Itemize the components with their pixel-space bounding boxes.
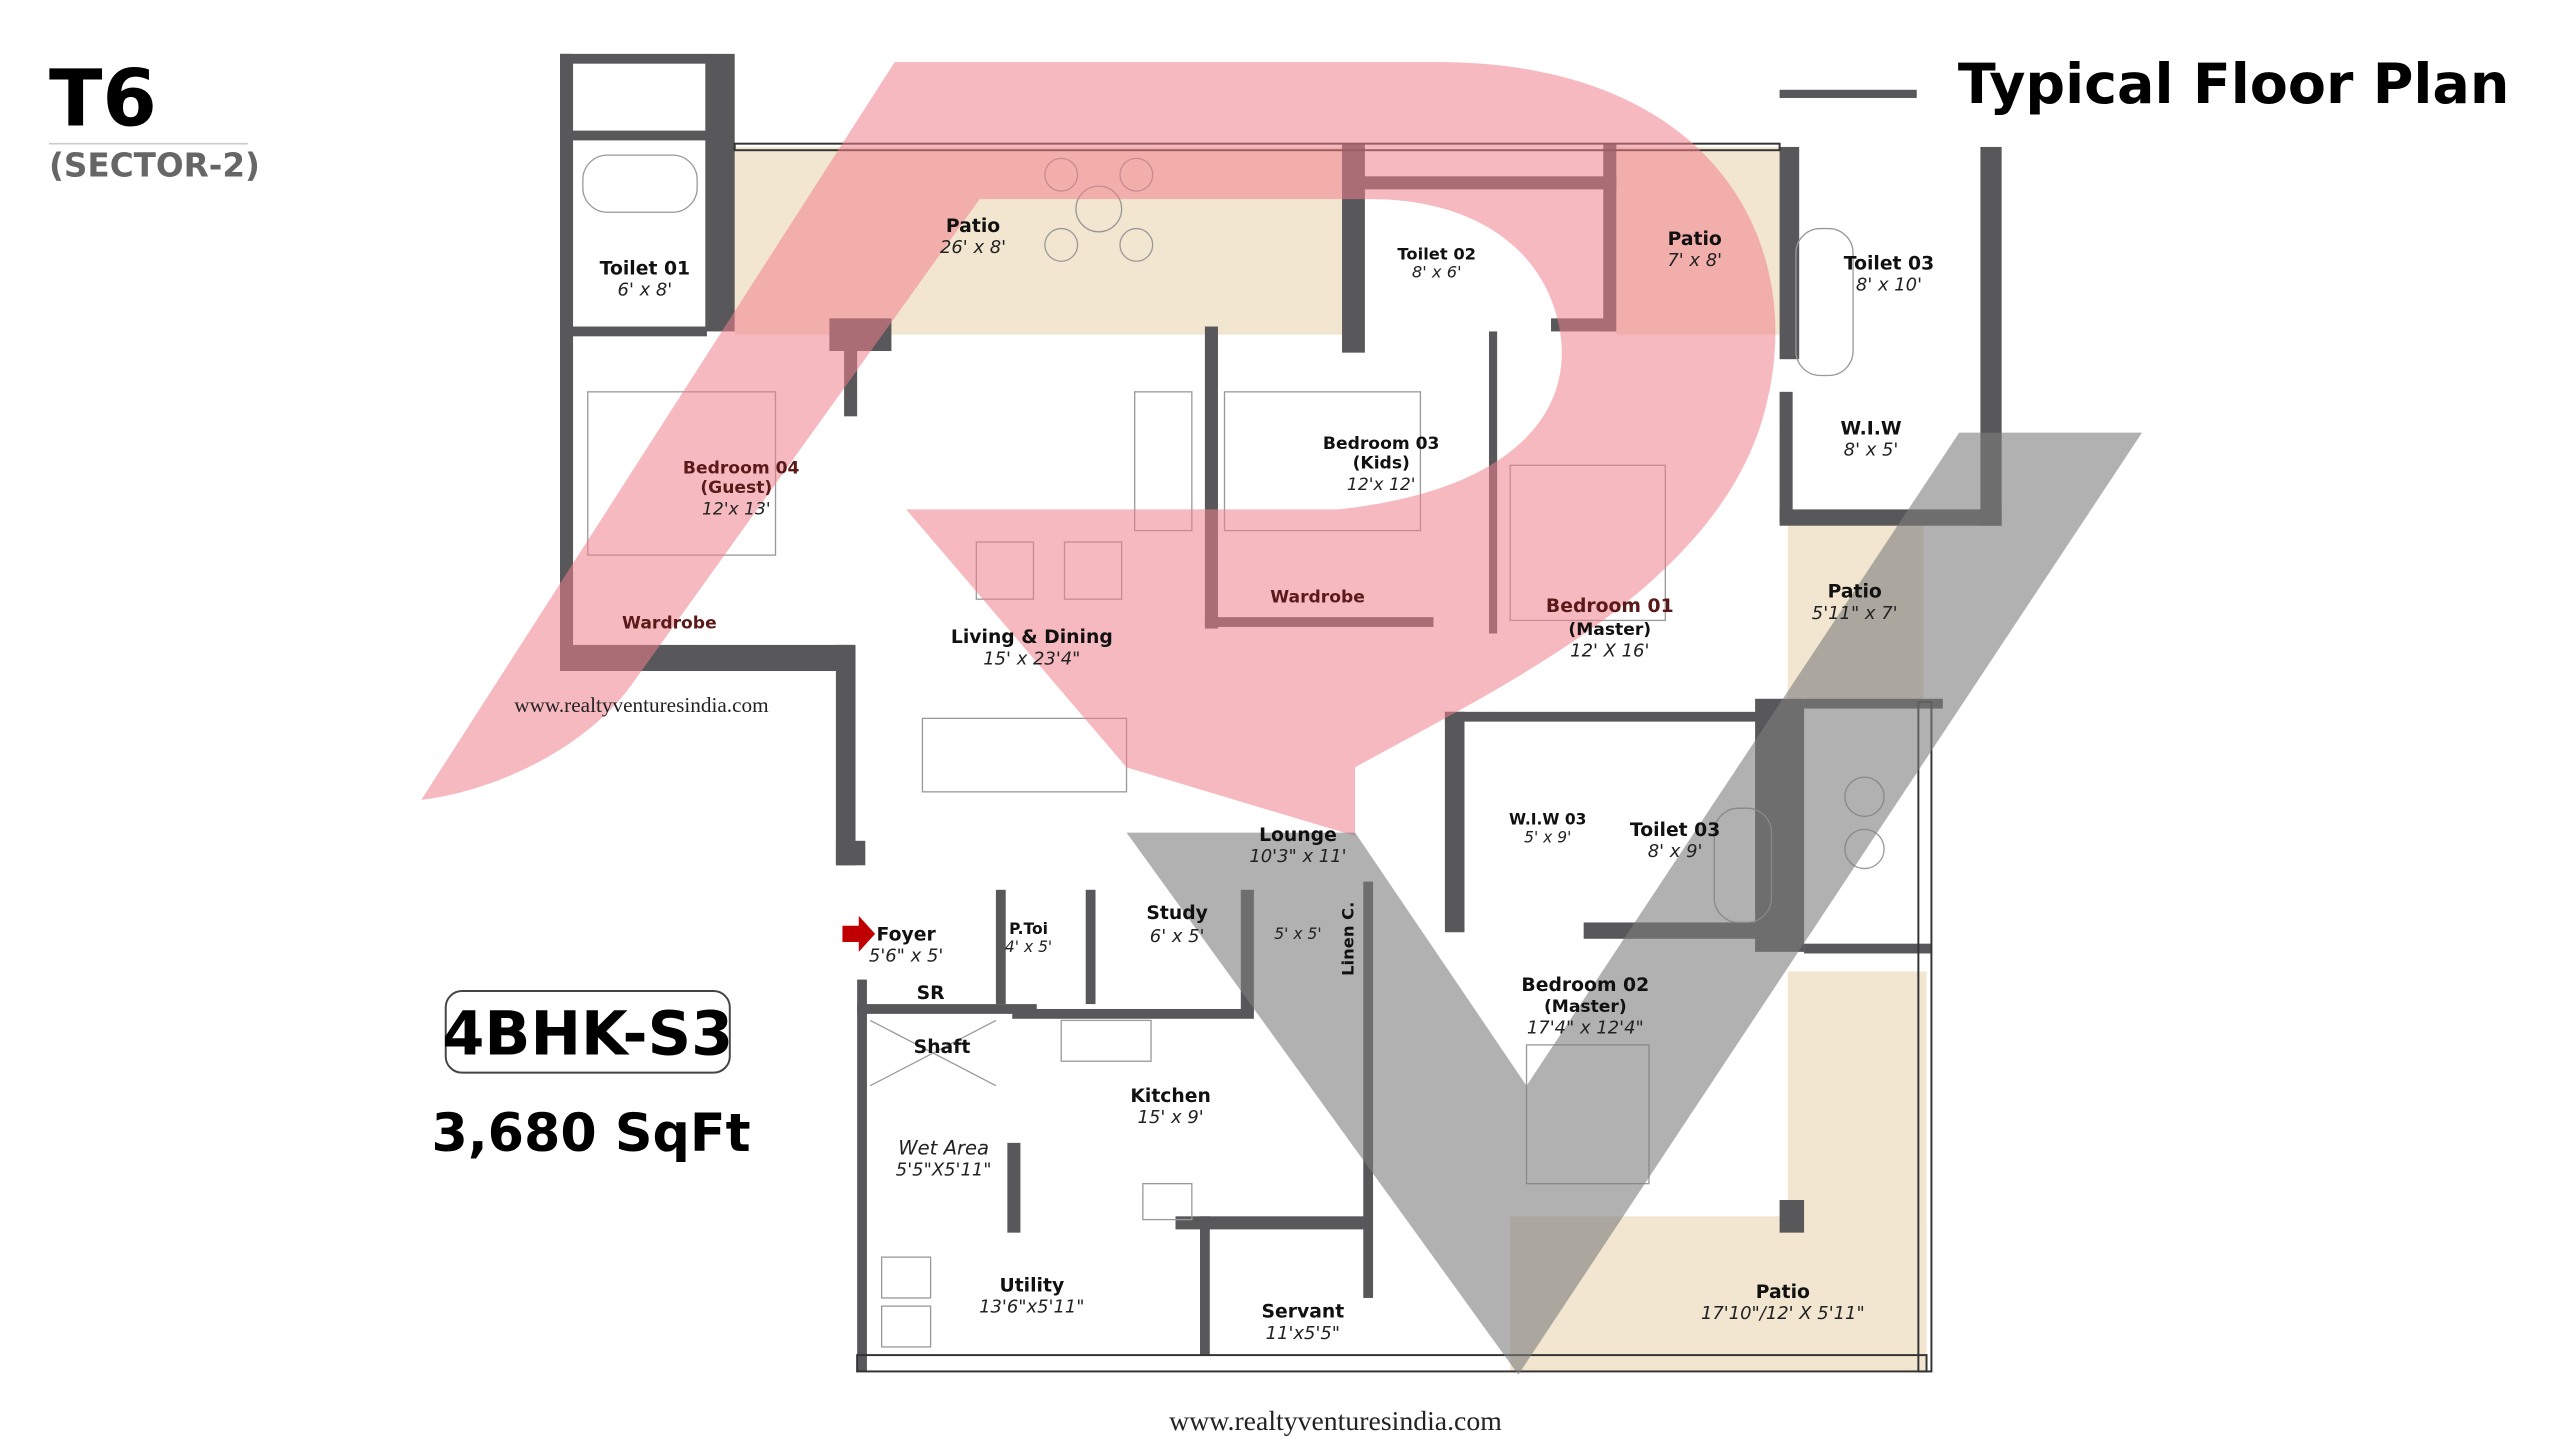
room-name: W.I.W <box>1840 418 1901 439</box>
room-name: Utility <box>999 1275 1064 1296</box>
room-name: Wet Area <box>898 1136 989 1159</box>
room-sub: (Master) <box>1544 997 1627 1017</box>
room-name: Toilet 01 <box>600 258 690 279</box>
room-name: Servant <box>1261 1302 1344 1323</box>
room-name: Wardrobe <box>622 614 717 634</box>
unit-area: 3,680 SqFt <box>431 1104 750 1164</box>
room-name: Toilet 03 <box>1844 253 1934 274</box>
room-dims: 5'5"X5'11" <box>896 1160 992 1181</box>
room-name: Bedroom 02 <box>1521 975 1649 996</box>
room-sub: (Kids) <box>1353 454 1410 474</box>
room-name: P.Toi <box>1009 920 1048 938</box>
room-name: Kitchen <box>1130 1086 1211 1107</box>
room-name: Bedroom 03 <box>1323 434 1440 454</box>
room-name: W.I.W 03 <box>1509 810 1586 828</box>
room-name: Foyer <box>877 924 937 945</box>
room-name: Shaft <box>914 1037 971 1058</box>
room-name: Patio <box>1668 229 1722 250</box>
room-labels: Toilet 01 6' x 8' Patio 26' x 8' Toilet … <box>600 216 1935 1344</box>
room-name: Linen C. <box>1338 902 1357 976</box>
sector-label: (SECTOR-2) <box>49 146 260 184</box>
room-name: Patio <box>1828 582 1882 603</box>
room-name: SR <box>917 983 946 1004</box>
room-name: Living & Dining <box>951 627 1113 648</box>
room-dims: 5' x 9' <box>1524 828 1571 846</box>
room-dims: 12'x 13' <box>702 499 771 519</box>
room-dims: 5' x 5' <box>1274 925 1321 943</box>
room-dims: 13'6"x5'11" <box>979 1297 1084 1318</box>
watermark: www.realtyventuresindia.com <box>514 693 769 717</box>
room-name: Lounge <box>1259 825 1337 846</box>
room-dims: 8' x 10' <box>1856 275 1922 296</box>
room-name: Wardrobe <box>1270 587 1365 607</box>
room-dims: 12'x 12' <box>1347 475 1416 495</box>
room-dims: 4' x 5' <box>1005 938 1052 956</box>
logo-gray-v <box>1126 432 2143 1375</box>
room-dims: 8' x 6' <box>1412 263 1462 282</box>
room-sub: (Guest) <box>700 478 772 498</box>
room-dims: 17'4" x 12'4" <box>1527 1017 1644 1038</box>
room-dims: 6' x 5' <box>1150 926 1205 947</box>
room-dims: 15' x 23'4" <box>983 648 1080 669</box>
room-name: Bedroom 04 <box>683 458 800 478</box>
room-name: Toilet 02 <box>1397 245 1476 264</box>
room-dims: 17'10"/12' X 5'11" <box>1701 1303 1865 1324</box>
room-dims: 11'x5'5" <box>1266 1323 1340 1344</box>
room-dims: 5'6" x 5' <box>869 946 943 967</box>
logo-red-p <box>421 62 1776 836</box>
room-sub: (Master) <box>1568 620 1651 640</box>
room-dims: 12' X 16' <box>1570 640 1649 661</box>
plan-title: Typical Floor Plan <box>1958 52 2509 117</box>
tower-label: T6 <box>49 54 157 145</box>
entry-arrow-icon <box>842 915 876 952</box>
room-dims: 15' x 9' <box>1138 1107 1204 1128</box>
room-dims: 5'11" x 7' <box>1812 603 1898 624</box>
room-name: Bedroom 01 <box>1546 596 1674 617</box>
unit-type-box <box>444 990 731 1074</box>
room-dims: 7' x 8' <box>1667 250 1722 271</box>
room-dims: 8' x 9' <box>1648 841 1703 862</box>
footer-url: www.realtyventuresindia.com <box>1169 1406 1502 1437</box>
room-dims: 26' x 8' <box>940 237 1006 258</box>
room-name: Patio <box>1756 1282 1810 1303</box>
room-name: Patio <box>946 216 1000 237</box>
room-name: Toilet 03 <box>1630 820 1720 841</box>
room-dims: 10'3" x 11' <box>1249 846 1346 867</box>
room-dims: 6' x 8' <box>618 280 673 301</box>
room-dims: 8' x 5' <box>1844 440 1899 461</box>
unit-type: 4BHK-S3 <box>442 1000 733 1070</box>
room-name: Study <box>1146 903 1208 924</box>
